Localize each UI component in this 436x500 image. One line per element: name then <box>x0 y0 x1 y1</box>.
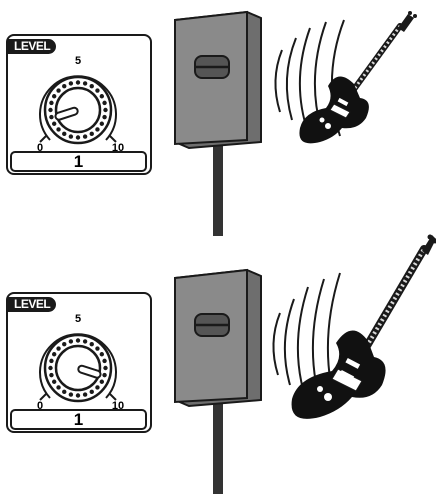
knob-tick-dot <box>90 342 94 346</box>
knob-tick-dot <box>100 94 104 98</box>
knob-tick-dot <box>49 115 53 119</box>
knob-tick-dot <box>95 346 99 350</box>
knob-tick-dot <box>52 122 56 126</box>
knob-tick-dot <box>52 352 56 356</box>
knob-tick-dot <box>100 352 104 356</box>
knob-tick-dot <box>102 359 106 363</box>
knob-tick-dot <box>103 366 107 370</box>
knob-tick-dot <box>69 339 73 343</box>
volume-knob-icon[interactable]: 5 0 10 <box>18 314 138 414</box>
knob-tick-dot <box>49 101 53 105</box>
level-value-display: 1 <box>10 409 147 430</box>
knob-tick-dot <box>95 127 99 131</box>
knob-tick-dot <box>69 392 73 396</box>
knob-tick-dot <box>83 134 87 138</box>
knob-tick-dot <box>100 122 104 126</box>
knob-tick-dot <box>102 101 106 105</box>
knob-tick-dot <box>62 342 66 346</box>
knob-tick-dot <box>100 380 104 384</box>
knob-tick-dot <box>76 135 80 139</box>
knob-tick-dot <box>95 385 99 389</box>
knob-tick-dot <box>76 338 80 342</box>
speaker-icon <box>175 12 265 242</box>
knob-tick-dot <box>95 88 99 92</box>
electric-guitar-icon <box>268 230 436 430</box>
panel-quiet: LEVEL 5 0 10 1 <box>0 0 436 240</box>
knob-tick-dot <box>56 385 60 389</box>
knob-tick-dot <box>83 81 87 85</box>
panel-loud: LEVEL 5 0 10 1 <box>0 258 436 498</box>
knob-tick-dot <box>48 366 52 370</box>
level-value-display: 1 <box>10 151 147 172</box>
knob-tick-dot <box>49 359 53 363</box>
knob-pointer <box>82 369 97 374</box>
scale-mid-label: 5 <box>75 313 81 325</box>
knob-tick-dot <box>102 115 106 119</box>
electric-guitar-icon <box>268 8 436 168</box>
knob-tick-dot <box>62 390 66 394</box>
knob-tick-dot <box>102 373 106 377</box>
knob-tick-dot <box>90 132 94 136</box>
scale-mid-label: 5 <box>75 55 81 67</box>
knob-pointer <box>59 111 74 116</box>
level-label: LEVEL <box>8 39 56 54</box>
knob-tick-dot <box>62 84 66 88</box>
speaker-icon <box>175 270 265 500</box>
knob-tick-dot <box>62 132 66 136</box>
knob-tick-dot <box>83 339 87 343</box>
knob-tick-dot <box>56 346 60 350</box>
knob-tick-dot <box>83 392 87 396</box>
knob-tick-dot <box>103 108 107 112</box>
knob-tick-dot <box>52 94 56 98</box>
knob-tick-dot <box>52 380 56 384</box>
knob-tick-dot <box>49 373 53 377</box>
knob-tick-dot <box>48 108 52 112</box>
knob-tick-dot <box>76 393 80 397</box>
knob-tick-dot <box>90 390 94 394</box>
knob-tick-dot <box>69 134 73 138</box>
knob-tick-dot <box>90 84 94 88</box>
knob-tick-dot <box>69 81 73 85</box>
volume-knob-icon[interactable]: 5 0 10 <box>18 56 138 156</box>
knob-tick-dot <box>76 80 80 84</box>
level-label: LEVEL <box>8 297 56 312</box>
knob-tick-dot <box>56 127 60 131</box>
knob-tick-dot <box>56 88 60 92</box>
